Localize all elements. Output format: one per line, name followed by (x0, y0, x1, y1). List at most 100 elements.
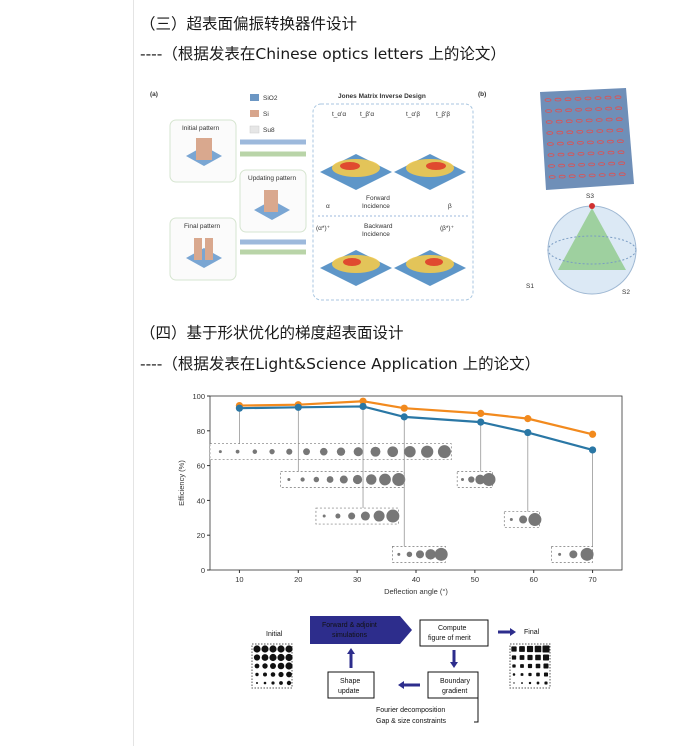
pattern-dot (218, 450, 222, 454)
series-point (524, 428, 532, 437)
step3-label: Boundary (440, 678, 470, 685)
final-dot (519, 655, 525, 660)
initial-dot (253, 645, 261, 653)
polarization-sphere: S3 S1 S2 (526, 193, 637, 296)
polarization-ellipse (606, 128, 614, 133)
plot-frame (209, 395, 623, 571)
series-point (359, 397, 367, 405)
pattern-dot (482, 473, 496, 487)
pattern-dot (386, 509, 400, 523)
final-dot (520, 673, 524, 676)
series-point (477, 409, 485, 417)
x-tick-label: 20 (294, 575, 302, 584)
polarization-ellipse (598, 173, 606, 177)
step4b-label: update (338, 688, 360, 695)
polarization-ellipse (558, 174, 566, 179)
note2-label: Gap & size constraints (376, 718, 447, 725)
polarization-ellipse (587, 151, 595, 156)
polarization-ellipse (597, 151, 605, 155)
legend-swatch-si (250, 110, 259, 117)
section-subheading-3: ----（根据发表在Chinese optics letters 上的论文） (140, 45, 506, 63)
series-point (524, 415, 532, 423)
y-tick-label: 0 (201, 566, 205, 575)
polarization-ellipse (566, 141, 574, 145)
polarization-ellipse (558, 163, 566, 168)
section-heading-3: （三）超表面偏振转换器件设计 (140, 15, 358, 33)
polarization-ellipse (618, 161, 626, 165)
polarization-ellipse (585, 107, 593, 112)
polarization-ellipse (586, 129, 594, 134)
x-axis-label: Deflection angle (°) (384, 587, 448, 596)
final-dot (544, 681, 548, 685)
initial-dot (255, 672, 259, 677)
initial-dot (269, 645, 277, 653)
polarization-ellipse (576, 140, 584, 145)
final-dot (520, 664, 524, 668)
pattern-dot (379, 473, 391, 486)
final-dot (535, 654, 541, 661)
initial-dot (256, 682, 258, 684)
polarization-ellipse (546, 142, 554, 146)
pattern-dot (437, 445, 451, 459)
pattern-dot (252, 449, 258, 454)
final-dot (512, 673, 516, 676)
final-dot (528, 681, 532, 685)
polarization-ellipse (547, 153, 555, 157)
final-dot (521, 682, 523, 684)
pattern-dot (416, 550, 425, 559)
final-dot (513, 682, 515, 684)
polarization-ellipse (616, 128, 624, 132)
x-tick-label: 50 (471, 575, 479, 584)
final-dot (511, 655, 517, 660)
final-dot (534, 645, 542, 653)
optimization-flow: Initial Forward & adjoint simulations Co… (251, 616, 551, 725)
pattern-dot (519, 515, 528, 524)
final-dot (536, 681, 540, 685)
polarization-ellipse (616, 139, 624, 143)
x-tick-label: 60 (530, 575, 538, 584)
initial-dot (285, 645, 293, 653)
alpha-label: α (326, 203, 330, 210)
alpha-star-label: (α*)⁺ (316, 225, 331, 232)
polarization-ellipse (595, 118, 603, 122)
polarization-ellipse (618, 172, 626, 176)
initial-dot (261, 645, 269, 653)
pattern-dot (404, 445, 416, 458)
final-label: Final (524, 629, 540, 636)
polarization-ellipse (565, 108, 573, 113)
pattern-dot (387, 446, 399, 458)
final-dot (519, 646, 525, 652)
initial-dot (278, 671, 284, 678)
t-label-3: t_α'β (406, 111, 420, 118)
pattern-dot (287, 478, 291, 482)
pattern-dot (370, 446, 381, 457)
section-subheading-4: ----（根据发表在Light&Science Application 上的论文… (140, 355, 541, 373)
legend-sio2: SiO2 (263, 95, 278, 102)
simulation-arrow (310, 616, 412, 644)
polarization-ellipse (564, 97, 572, 102)
initial-dot (285, 653, 293, 662)
polarization-ellipse (575, 107, 583, 112)
final-dot (542, 654, 550, 661)
pattern-dot (300, 477, 305, 482)
final-dot (543, 663, 549, 669)
final-dot (511, 646, 517, 652)
pattern-dot (269, 449, 275, 455)
metasurface-array (540, 88, 634, 190)
pattern-dot (360, 511, 370, 521)
backward-label: Backward (364, 223, 393, 230)
s3-label: S3 (586, 193, 594, 200)
t-label-1: t_α'α (332, 111, 346, 118)
shape-update-box (327, 671, 375, 699)
beta-label: β (448, 203, 452, 210)
polarization-ellipse (565, 119, 573, 123)
polarization-ellipse (605, 117, 613, 122)
polarization-ellipse (598, 162, 606, 166)
initial-dot (269, 653, 277, 662)
beta-star-label: (β*)⁺ (440, 225, 455, 232)
pattern-dot (319, 447, 328, 456)
initial-dots (253, 645, 293, 686)
forward-label: Forward (366, 195, 390, 202)
legend-swatch-su8 (249, 125, 260, 134)
initial-dot (277, 662, 285, 670)
